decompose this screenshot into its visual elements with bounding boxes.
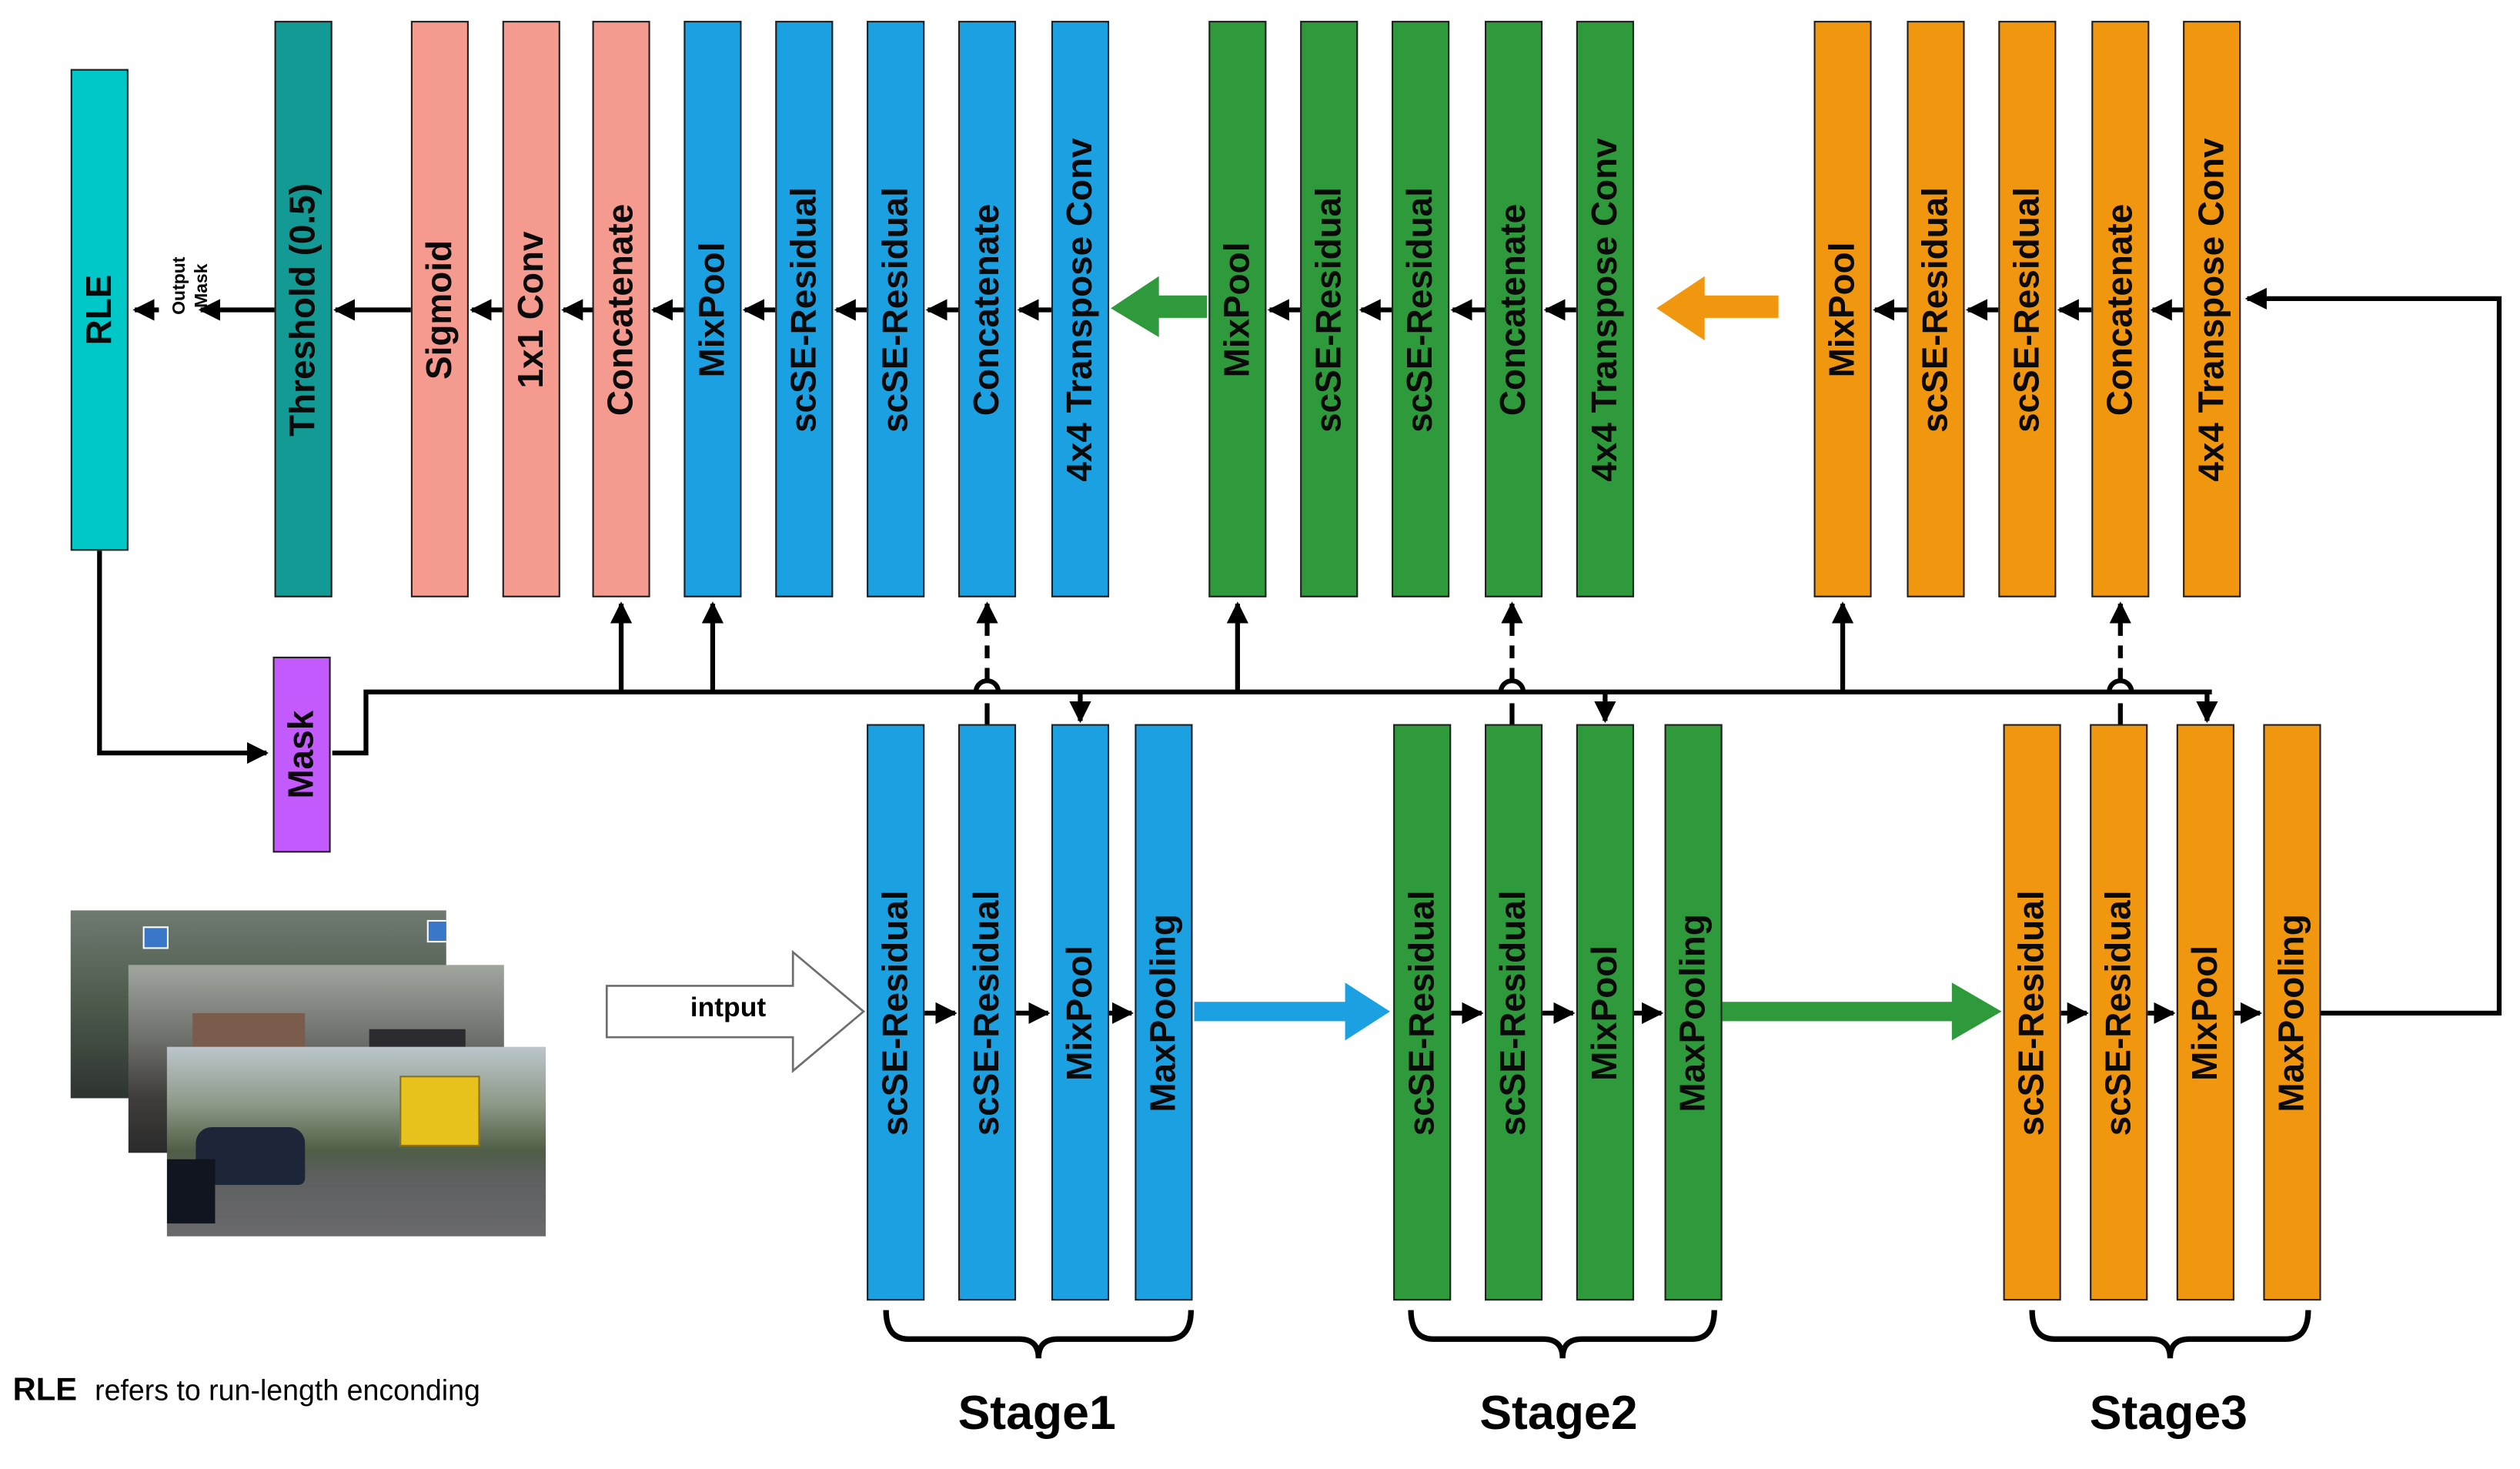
encoder1-block-3-label: MixPool xyxy=(1059,944,1100,1080)
footnote-text: refers to run-length enconding xyxy=(95,1374,480,1407)
threshold-block: Threshold (0.5) xyxy=(274,21,333,597)
decoder2-block-5: 4x4 Transpose Conv xyxy=(1576,21,1634,597)
encoder2-block-3: MixPool xyxy=(1576,724,1634,1301)
stage2-label: Stage2 xyxy=(1479,1387,1638,1441)
decoder2-block-5-label: 4x4 Transpose Conv xyxy=(1584,137,1625,481)
encoder2-block-4-label: MaxPooling xyxy=(1672,913,1713,1112)
input-image-front xyxy=(166,1046,546,1236)
decoder1-block-1-label: MixPool xyxy=(691,241,732,377)
encoder3-block-1: scSE-Residual xyxy=(2003,724,2061,1301)
stage3-label: Stage3 xyxy=(2089,1387,2248,1441)
conv1x1-block: 1x1 Conv xyxy=(502,21,560,597)
encoder3-block-1-label: scSE-Residual xyxy=(2011,889,2052,1136)
arrow-bottleneck-to-decoder3 xyxy=(2244,287,2502,1016)
concatenate-output-block-label: Concatenate xyxy=(600,202,641,416)
encoder3-block-3: MixPool xyxy=(2176,724,2234,1301)
decoder1-block-2: scSE-Residual xyxy=(775,21,834,597)
big-arrow-input xyxy=(605,949,866,1073)
connectors xyxy=(97,276,2502,1359)
decoder1-block-5: 4x4 Transpose Conv xyxy=(1051,21,1110,597)
decoder2-block-2-label: scSE-Residual xyxy=(1308,186,1349,432)
decoder2-block-2: scSE-Residual xyxy=(1300,21,1359,597)
decoder2-block-1: MixPool xyxy=(1208,21,1267,597)
decoder3-block-4: Concatenate xyxy=(2091,21,2150,597)
big-arrow-stage2-to-stage3 xyxy=(1722,982,2002,1041)
big-arrow-decoder3-to-decoder2 xyxy=(1656,276,1779,341)
decoder2-block-1-label: MixPool xyxy=(1216,241,1257,377)
encoder2-block-1-label: scSE-Residual xyxy=(1401,889,1442,1136)
encoder1-block-3: MixPool xyxy=(1051,724,1110,1301)
mask-bus-line xyxy=(332,689,2212,756)
brace-stage3 xyxy=(2029,1310,2311,1359)
decoder3-block-2: scSE-Residual xyxy=(1907,21,1965,597)
arrow-rle-to-mask xyxy=(97,550,269,765)
decoder1-block-5-label: 4x4 Transpose Conv xyxy=(1059,137,1100,481)
big-arrow-stage1-to-stage2 xyxy=(1194,982,1390,1041)
decoder3-block-5-label: 4x4 Transpose Conv xyxy=(2191,137,2231,481)
big-arrow-decoder2-to-decoder1 xyxy=(1111,276,1208,337)
decoder1-block-4: Concatenate xyxy=(958,21,1017,597)
decoder3-block-4-label: Concatenate xyxy=(2099,202,2140,416)
decoder1-block-3-label: scSE-Residual xyxy=(874,186,915,432)
footnote: RLE refers to run-length enconding xyxy=(13,1373,480,1410)
encoder2-block-4: MaxPooling xyxy=(1664,724,1723,1301)
decoder1-block-3: scSE-Residual xyxy=(867,21,925,597)
decoder1-block-2-label: scSE-Residual xyxy=(783,186,824,432)
output-mask-label-line1: Output xyxy=(170,256,190,315)
skip-stage2-hop xyxy=(1498,678,1526,693)
output-mask-label-line2: Mask xyxy=(192,263,212,308)
decoder3-block-5: 4x4 Transpose Conv xyxy=(2183,21,2241,597)
stage1-label: Stage1 xyxy=(958,1387,1116,1441)
encoder1-block-2-label: scSE-Residual xyxy=(966,889,1007,1136)
encoder2-block-2: scSE-Residual xyxy=(1484,724,1543,1301)
rle-block: RLE xyxy=(70,69,129,551)
sigmoid-block: Sigmoid xyxy=(410,21,469,597)
encoder3-block-2: scSE-Residual xyxy=(2090,724,2148,1301)
encoder2-block-1: scSE-Residual xyxy=(1393,724,1452,1301)
encoder1-block-4: MaxPooling xyxy=(1135,724,1193,1301)
decoder2-block-3: scSE-Residual xyxy=(1392,21,1450,597)
decoder1-block-1: MixPool xyxy=(683,21,742,597)
decoder2-block-3-label: scSE-Residual xyxy=(1399,186,1440,432)
encoder1-block-1-label: scSE-Residual xyxy=(874,889,915,1136)
encoder3-block-4: MaxPooling xyxy=(2263,724,2321,1301)
mask-block-label: Mask xyxy=(280,710,322,799)
concatenate-output-block: Concatenate xyxy=(592,21,650,597)
encoder1-block-1: scSE-Residual xyxy=(867,724,925,1301)
decoder2-block-4-label: Concatenate xyxy=(1492,202,1533,416)
encoder3-block-3-label: MixPool xyxy=(2184,944,2225,1080)
encoder3-block-4-label: MaxPooling xyxy=(2271,913,2311,1112)
decoder2-block-4: Concatenate xyxy=(1484,21,1543,597)
encoder3-block-2-label: scSE-Residual xyxy=(2097,889,2138,1136)
conv1x1-block-label: 1x1 Conv xyxy=(510,230,551,388)
sigmoid-block-label: Sigmoid xyxy=(419,239,460,379)
decoder1-block-4-label: Concatenate xyxy=(966,202,1007,416)
encoder2-block-2-label: scSE-Residual xyxy=(1492,889,1533,1136)
rle-block-label: RLE xyxy=(79,274,119,346)
encoder1-block-4-label: MaxPooling xyxy=(1142,913,1183,1112)
decoder3-block-1: MixPool xyxy=(1813,21,1872,597)
brace-stage2 xyxy=(1408,1310,1717,1359)
skip-stage1-hop xyxy=(973,678,1001,693)
mask-block: Mask xyxy=(272,656,331,853)
brace-stage1 xyxy=(883,1310,1195,1359)
encoder1-block-2: scSE-Residual xyxy=(958,724,1017,1301)
skip-stage3-hop xyxy=(2107,678,2134,693)
decoder3-block-1-label: MixPool xyxy=(1821,241,1863,377)
footnote-key: RLE xyxy=(12,1373,78,1408)
decoder3-block-2-label: scSE-Residual xyxy=(1914,186,1956,432)
threshold-block-label: Threshold (0.5) xyxy=(282,182,323,436)
decoder3-block-3-label: scSE-Residual xyxy=(2006,186,2047,432)
encoder2-block-3-label: MixPool xyxy=(1584,944,1625,1080)
decoder3-block-3: scSE-Residual xyxy=(1998,21,2057,597)
input-label: intput xyxy=(690,992,767,1023)
